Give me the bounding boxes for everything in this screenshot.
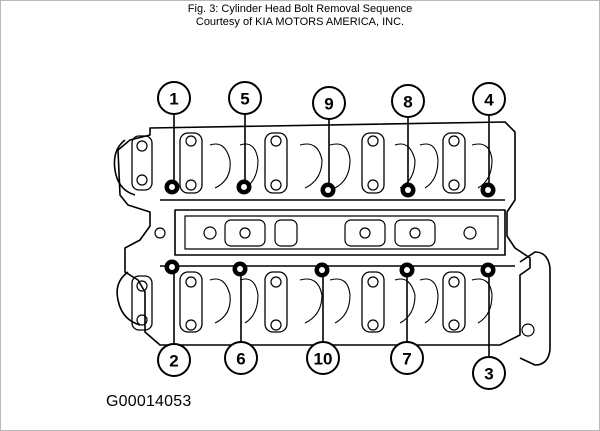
callout-label-4: 4 bbox=[484, 91, 494, 110]
callout-label-8: 8 bbox=[403, 93, 412, 112]
left-lobe-bottom bbox=[116, 271, 141, 326]
callout-label-3: 3 bbox=[484, 365, 493, 384]
right-end-plate bbox=[519, 251, 551, 366]
callout-3 bbox=[472, 356, 506, 390]
head-outline bbox=[117, 121, 531, 346]
callout-5 bbox=[228, 81, 262, 115]
callout-label-2: 2 bbox=[169, 352, 178, 371]
cam-journal bbox=[361, 132, 385, 194]
left-journal bbox=[131, 275, 153, 331]
center-rail bbox=[174, 209, 506, 256]
callout-label-10: 10 bbox=[314, 350, 333, 369]
callout-label-5: 5 bbox=[240, 90, 249, 109]
cam-journal bbox=[179, 132, 203, 194]
cam-journal bbox=[361, 271, 385, 333]
cam-journal bbox=[442, 271, 466, 333]
center-rail-inner bbox=[184, 215, 499, 250]
figure-code: G00014053 bbox=[106, 393, 192, 410]
callout-label-7: 7 bbox=[402, 350, 411, 369]
figure-caption: Fig. 3: Cylinder Head Bolt Removal Seque… bbox=[1, 3, 599, 29]
callout-8 bbox=[391, 84, 425, 118]
caption-title: Fig. 3: Cylinder Head Bolt Removal Seque… bbox=[187, 3, 413, 15]
callout-label-6: 6 bbox=[236, 350, 245, 369]
cam-journal bbox=[264, 132, 288, 194]
callout-6 bbox=[224, 341, 258, 375]
callout-9 bbox=[312, 86, 346, 120]
callout-4 bbox=[472, 82, 506, 116]
left-lobe-top bbox=[113, 139, 136, 196]
cam-journal bbox=[264, 271, 288, 333]
left-journal bbox=[131, 135, 153, 191]
cam-journal bbox=[442, 132, 466, 194]
callout-2 bbox=[157, 343, 191, 377]
callout-label-1: 1 bbox=[169, 90, 178, 109]
callout-1 bbox=[157, 81, 191, 115]
cam-journal bbox=[179, 271, 203, 333]
callout-label-9: 9 bbox=[324, 95, 333, 114]
caption-credit: Courtesy of KIA MOTORS AMERICA, INC. bbox=[195, 16, 405, 28]
callout-10 bbox=[306, 341, 340, 375]
callout-7 bbox=[390, 341, 424, 375]
